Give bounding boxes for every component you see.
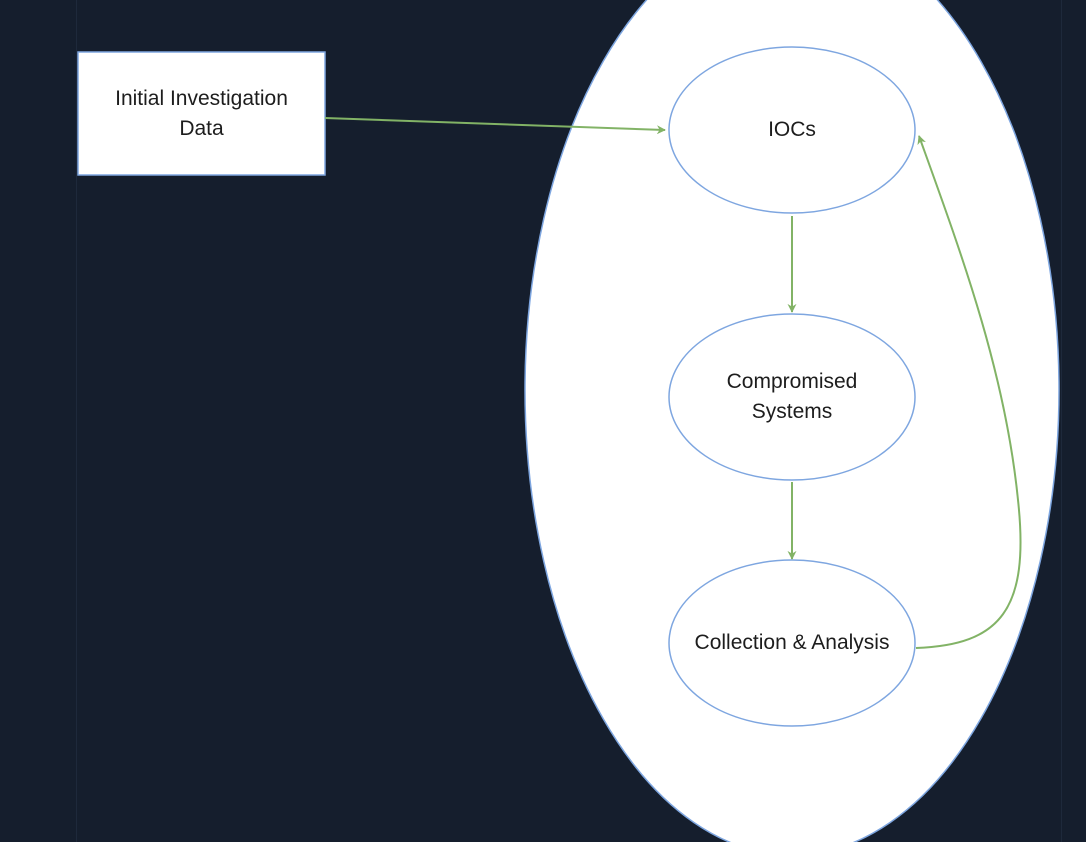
edge-collection-to-iocs-loop[interactable]	[915, 135, 1022, 649]
collection-analysis-node[interactable]	[668, 559, 916, 727]
iocs-node[interactable]	[668, 46, 916, 214]
initial-investigation-box[interactable]	[77, 51, 326, 176]
compromised-systems-node[interactable]	[668, 313, 916, 481]
edge-initial-to-iocs[interactable]	[324, 117, 666, 135]
